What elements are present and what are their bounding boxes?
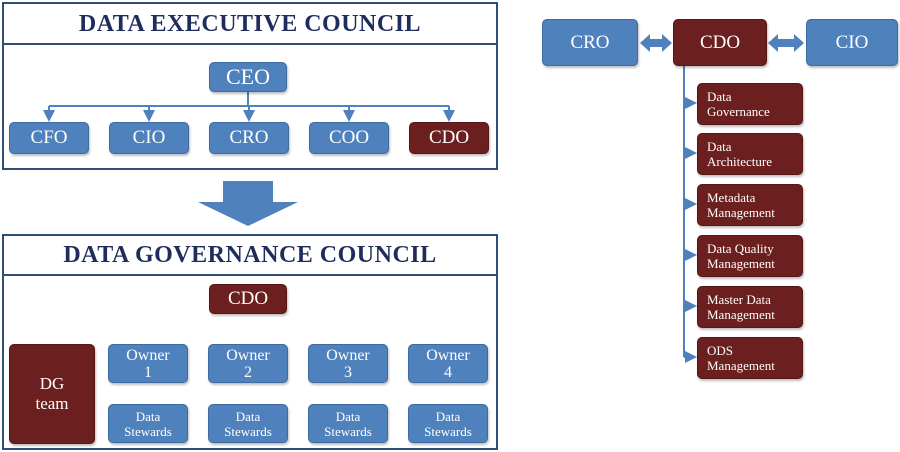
function-data-architecture: Data Architecture — [697, 133, 803, 175]
double-arrow-icon — [768, 34, 804, 52]
owner-number: 1 — [144, 363, 152, 381]
exec-member-coo: COO — [309, 122, 389, 154]
exec-member-cfo: CFO — [9, 122, 89, 154]
governance-cdo-box: CDO — [209, 284, 287, 314]
owner-box: Owner 4 — [408, 344, 488, 383]
owner-number: 3 — [344, 363, 352, 381]
dg-team-box: DG team — [9, 344, 95, 444]
function-line1: Metadata — [707, 190, 756, 205]
data-stewards-box: Data Stewards — [308, 404, 388, 443]
stewards-line2: Stewards — [224, 423, 272, 439]
stewards-line1: Data — [435, 408, 461, 424]
function-ods-management: ODS Management — [697, 337, 803, 379]
owner-label: Owner — [426, 346, 470, 364]
stewards-line2: Stewards — [124, 423, 172, 439]
ceo-box: CEO — [209, 62, 287, 92]
function-line1: Data Quality — [707, 241, 774, 256]
function-line2: Management — [707, 307, 775, 322]
data-stewards-box: Data Stewards — [108, 404, 188, 443]
dg-team-line2: team — [35, 394, 69, 413]
cdo-box: CDO — [673, 19, 767, 66]
owner-label: Owner — [326, 346, 370, 364]
exec-member-cdo: CDO — [409, 122, 489, 154]
function-line2: Management — [707, 256, 775, 271]
function-data-governance: Data Governance — [697, 83, 803, 125]
function-metadata-management: Metadata Management — [697, 184, 803, 226]
owner-box: Owner 1 — [108, 344, 188, 383]
stewards-line1: Data — [335, 408, 361, 424]
owner-number: 2 — [244, 363, 252, 381]
cio-box: CIO — [806, 19, 898, 66]
function-line2: Governance — [707, 104, 770, 119]
function-data-quality-management: Data Quality Management — [697, 235, 803, 277]
double-arrow-icon — [640, 34, 672, 52]
stewards-line2: Stewards — [424, 423, 472, 439]
function-line2: Management — [707, 205, 775, 220]
stewards-line1: Data — [135, 408, 161, 424]
exec-member-cio: CIO — [109, 122, 189, 154]
dg-team-line1: DG — [39, 374, 65, 393]
function-line2: Management — [707, 358, 775, 373]
down-arrow-icon — [198, 181, 298, 226]
exec-member-cro: CRO — [209, 122, 289, 154]
data-stewards-box: Data Stewards — [408, 404, 488, 443]
owner-number: 4 — [444, 363, 452, 381]
function-line2: Architecture — [707, 154, 772, 169]
owner-label: Owner — [126, 346, 170, 364]
function-line1: Data — [707, 89, 732, 104]
governance-council-title: DATA GOVERNANCE COUNCIL — [4, 236, 496, 276]
stewards-line2: Stewards — [324, 423, 372, 439]
function-line1: Data — [707, 139, 732, 154]
owner-box: Owner 3 — [308, 344, 388, 383]
owner-box: Owner 2 — [208, 344, 288, 383]
data-stewards-box: Data Stewards — [208, 404, 288, 443]
function-line1: ODS — [707, 343, 734, 358]
stewards-line1: Data — [235, 408, 261, 424]
function-line1: Master Data — [707, 292, 771, 307]
executive-council-title: DATA EXECUTIVE COUNCIL — [4, 4, 496, 45]
cro-box: CRO — [542, 19, 638, 66]
owner-label: Owner — [226, 346, 270, 364]
function-master-data-management: Master Data Management — [697, 286, 803, 328]
